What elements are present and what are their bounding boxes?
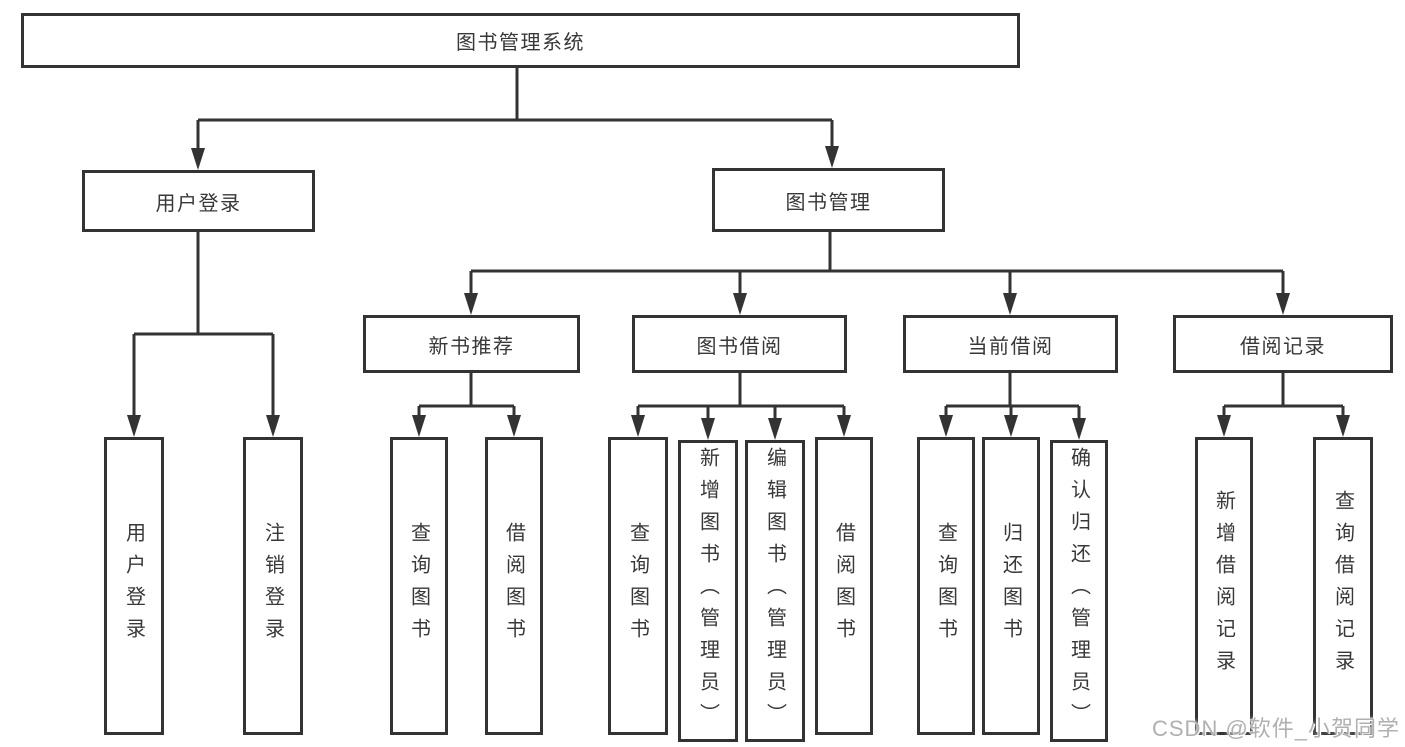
node-label: 查询借阅记录 <box>1331 490 1354 682</box>
node-logout: 注销登录 <box>243 437 303 735</box>
node-label: 查询图书 <box>934 522 957 650</box>
node-label: 编辑图书（管理员） <box>763 447 786 735</box>
node-label: 用户登录 <box>155 192 242 215</box>
node-library-management-system: 图书管理系统 <box>21 13 1020 68</box>
arrowhead <box>1276 293 1290 315</box>
node-label: 借阅图书 <box>832 522 855 650</box>
node-confirm-return-admin: 确认归还（管理员） <box>1050 440 1108 742</box>
node-label: 新增图书（管理员） <box>696 447 719 735</box>
arrowhead <box>412 415 426 437</box>
arrowhead <box>464 293 478 315</box>
node-edit-books-admin: 编辑图书（管理员） <box>745 440 805 742</box>
arrowhead <box>1003 293 1017 315</box>
node-label: 归还图书 <box>999 522 1022 650</box>
arrowhead <box>768 418 782 440</box>
node-current-borrowing: 当前借阅 <box>903 315 1118 373</box>
node-label: 当前借阅 <box>967 335 1054 358</box>
node-label: 新书推荐 <box>428 335 515 358</box>
node-label: 用户登录 <box>122 522 145 650</box>
arrowhead <box>733 293 747 315</box>
node-user-login: 用户登录 <box>82 170 315 232</box>
node-new-book-recommendation: 新书推荐 <box>363 315 580 373</box>
arrowhead <box>631 415 645 437</box>
node-label: 新增借阅记录 <box>1212 490 1235 682</box>
arrowhead <box>837 415 851 437</box>
node-add-books-admin: 新增图书（管理员） <box>678 440 738 742</box>
node-label: 确认归还（管理员） <box>1067 447 1090 735</box>
node-label: 查询图书 <box>407 522 430 650</box>
watermark: CSDN @软件_小贺同学 <box>1152 716 1401 741</box>
arrowhead <box>507 415 521 437</box>
node-add-borrow-record: 新增借阅记录 <box>1195 437 1253 735</box>
node-user-login-action: 用户登录 <box>104 437 164 735</box>
arrowhead <box>127 415 141 437</box>
node-book-management: 图书管理 <box>712 168 945 232</box>
node-book-borrowing: 图书借阅 <box>632 315 847 373</box>
node-query-books: 查询图书 <box>608 437 668 735</box>
node-borrow-books: 借阅图书 <box>815 437 873 735</box>
arrowhead <box>1336 415 1350 437</box>
arrowhead <box>1217 415 1231 437</box>
node-query-borrow-record: 查询借阅记录 <box>1313 437 1373 735</box>
node-borrowing-records: 借阅记录 <box>1173 315 1393 373</box>
arrowhead <box>266 415 280 437</box>
node-query-books: 查询图书 <box>917 437 975 735</box>
arrowhead <box>701 418 715 440</box>
node-label: 查询图书 <box>626 522 649 650</box>
node-label: 注销登录 <box>261 522 284 650</box>
node-label: 借阅图书 <box>502 522 525 650</box>
node-borrow-books: 借阅图书 <box>485 437 543 735</box>
node-return-books: 归还图书 <box>982 437 1040 735</box>
arrowhead <box>191 148 205 170</box>
arrowhead <box>1072 418 1086 440</box>
arrowhead <box>1004 415 1018 437</box>
arrowhead <box>825 146 839 168</box>
node-label: 图书管理 <box>785 191 872 214</box>
arrowhead <box>939 415 953 437</box>
node-label: 借阅记录 <box>1240 335 1326 358</box>
node-label: 图书借阅 <box>696 335 783 358</box>
node-query-books: 查询图书 <box>390 437 448 735</box>
node-label: 图书管理系统 <box>456 32 585 54</box>
